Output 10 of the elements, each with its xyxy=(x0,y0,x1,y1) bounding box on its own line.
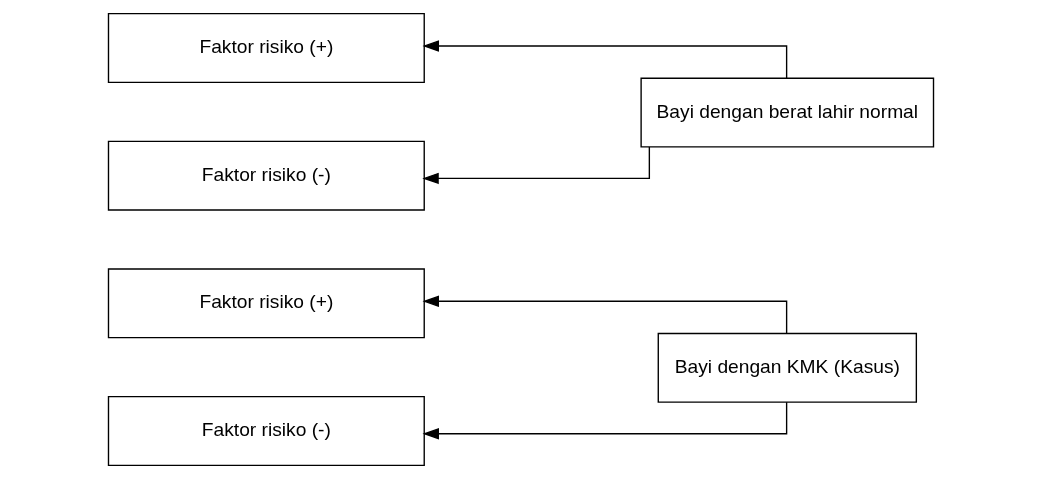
node-box: Bayi dengan KMK (Kasus) xyxy=(657,332,917,403)
node-box: Faktor risiko (-) xyxy=(107,396,425,466)
arrow xyxy=(422,295,787,335)
node-box: Faktor risiko (+) xyxy=(107,268,425,339)
arrow xyxy=(422,401,787,440)
node-box: Bayi dengan berat lahir normal xyxy=(639,77,934,148)
node-box: Faktor risiko (+) xyxy=(107,13,425,83)
node-box: Faktor risiko (-) xyxy=(107,140,425,211)
arrow xyxy=(421,146,650,185)
arrow xyxy=(422,40,787,79)
